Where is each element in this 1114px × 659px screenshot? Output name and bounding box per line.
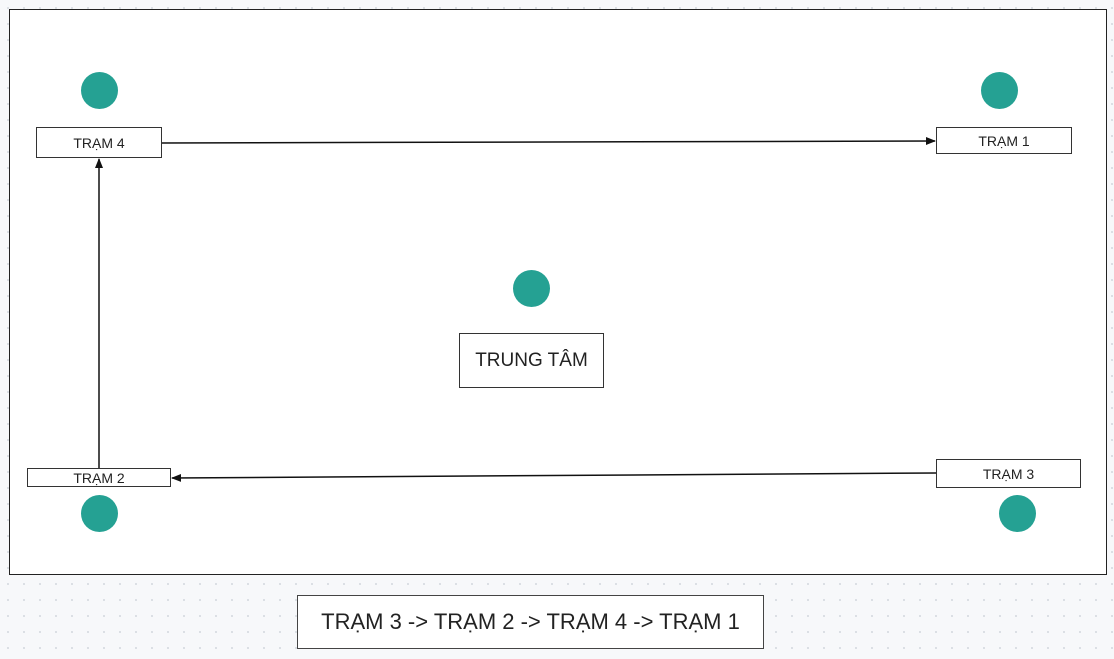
center-marker-dot[interactable] <box>513 270 550 307</box>
tram1-marker-dot[interactable] <box>981 72 1018 109</box>
tram3-marker-dot[interactable] <box>999 495 1036 532</box>
tram2-label-box[interactable]: TRẠM 2 <box>27 468 171 487</box>
route-summary-box[interactable]: TRẠM 3 -> TRẠM 2 -> TRẠM 4 -> TRẠM 1 <box>297 595 764 649</box>
tram1-label: TRẠM 1 <box>978 132 1030 149</box>
tram2-marker-dot[interactable] <box>81 495 118 532</box>
tram4-label-box[interactable]: TRẠM 4 <box>36 127 162 158</box>
tram3-label: TRẠM 3 <box>982 465 1035 482</box>
tram4-marker-dot[interactable] <box>81 72 118 109</box>
center-label-box[interactable]: TRUNG TÂM <box>459 333 604 388</box>
diagram-canvas <box>9 9 1107 575</box>
route-summary-text: TRẠM 3 -> TRẠM 2 -> TRẠM 4 -> TRẠM 1 <box>321 609 740 634</box>
tram1-label-box[interactable]: TRẠM 1 <box>936 127 1072 154</box>
center-label: TRUNG TÂM <box>475 349 588 371</box>
tram3-label-box[interactable]: TRẠM 3 <box>936 459 1081 488</box>
tram4-label: TRẠM 4 <box>73 134 125 151</box>
tram2-label: TRẠM 2 <box>73 469 125 486</box>
